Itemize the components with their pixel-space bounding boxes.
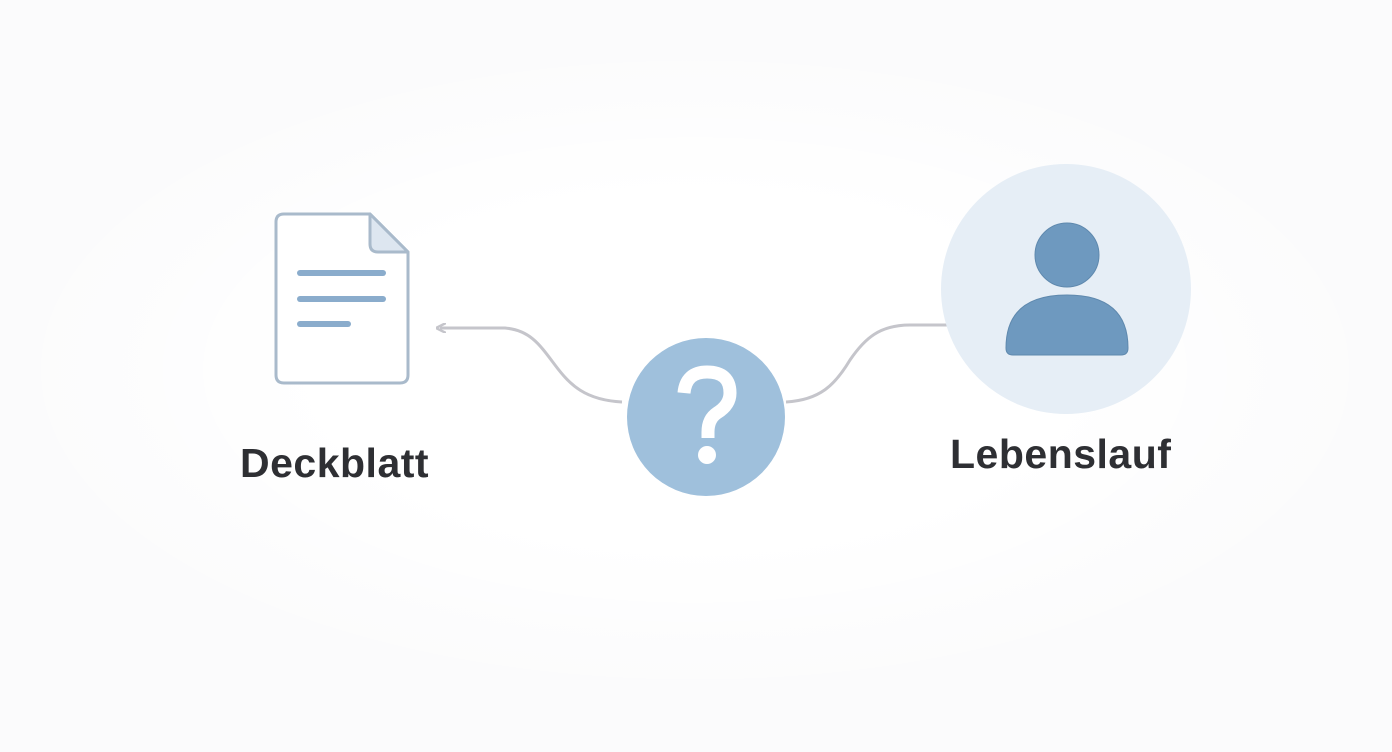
arrow-to-lebenslauf: [785, 325, 976, 404]
person-icon: [941, 164, 1191, 414]
deckblatt-label: Deckblatt: [240, 440, 430, 486]
question-mark-icon: [627, 338, 785, 496]
document-icon: [274, 212, 410, 385]
lebenslauf-label: Lebenslauf: [950, 431, 1172, 477]
arrow-to-deckblatt: [440, 328, 623, 404]
